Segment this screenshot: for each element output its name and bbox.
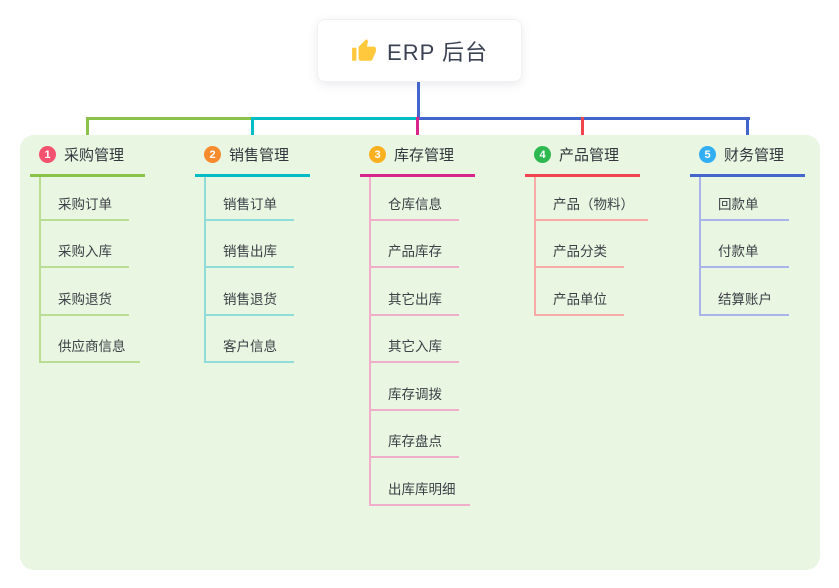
tree-node-label: 销售退货 (223, 291, 277, 307)
tree-node[interactable]: 结算账户 (701, 268, 789, 316)
branch-finance: 5 财务管理 回款单 付款单 结算账户 (690, 135, 839, 316)
branch-label: 采购管理 (64, 147, 125, 164)
branch-drop-purchase (86, 117, 89, 149)
tree-node-label: 供应商信息 (58, 339, 126, 354)
branch-connector-purchase (86, 117, 254, 120)
tree-node-label: 出库库明细 (388, 481, 456, 497)
tree-node[interactable]: 销售出库 (206, 221, 294, 268)
tree-node[interactable]: 产品库存 (371, 221, 459, 268)
tree-node[interactable]: 其它出库 (371, 268, 459, 316)
tree-node-label: 结算账户 (718, 291, 772, 307)
tree-node[interactable]: 产品（物料） (536, 177, 648, 221)
mindmap-background-panel (20, 135, 820, 570)
branch-number-badge: 5 (699, 146, 716, 163)
tree-node-label: 产品（物料） (553, 196, 634, 212)
branch-label: 库存管理 (394, 147, 455, 164)
tree-node[interactable]: 销售订单 (206, 177, 294, 221)
branch-number-badge: 1 (39, 146, 56, 163)
branch-drop-sales (251, 117, 254, 149)
tree-node[interactable]: 付款单 (701, 221, 789, 268)
tree-node-label: 产品分类 (553, 244, 607, 259)
root-node-erp[interactable]: ERP 后台 (317, 19, 522, 82)
branch-children-inventory: 仓库信息 产品库存 其它出库 其它入库 库存调拨 库存盘点 出库库明细 (369, 177, 520, 506)
branch-node-sales[interactable]: 2 销售管理 (195, 135, 310, 177)
tree-node[interactable]: 供应商信息 (41, 316, 140, 363)
tree-node[interactable]: 回款单 (701, 177, 789, 221)
root-connector-line (417, 82, 420, 119)
branch-number-badge: 3 (369, 146, 386, 163)
branch-sales: 2 销售管理 销售订单 销售出库 销售退货 客户信息 (195, 135, 355, 363)
branch-children-purchase: 采购订单 采购入库 采购退货 供应商信息 (39, 177, 190, 363)
tree-node[interactable]: 销售退货 (206, 268, 294, 316)
branch-drop-inventory (416, 117, 419, 149)
tree-node[interactable]: 库存调拨 (371, 363, 459, 411)
tree-node[interactable]: 采购订单 (41, 177, 129, 221)
branch-inventory: 3 库存管理 仓库信息 产品库存 其它出库 其它入库 库存调拨 库存盘点 出库库… (360, 135, 520, 506)
tree-node-label: 销售订单 (223, 196, 277, 212)
branch-node-purchase[interactable]: 1 采购管理 (30, 135, 145, 177)
tree-node[interactable]: 出库库明细 (371, 458, 470, 506)
tree-node[interactable]: 客户信息 (206, 316, 294, 363)
tree-node-label: 采购入库 (58, 244, 112, 259)
branch-connector-sales (252, 117, 418, 120)
tree-node-label: 库存盘点 (388, 434, 442, 449)
tree-node[interactable]: 库存盘点 (371, 411, 459, 458)
tree-node-label: 库存调拨 (388, 386, 442, 402)
tree-node-label: 采购订单 (58, 196, 112, 212)
tree-node-label: 产品单位 (553, 291, 607, 307)
branch-drop-product (581, 117, 584, 149)
branch-children-sales: 销售订单 销售出库 销售退货 客户信息 (204, 177, 355, 363)
branch-number-badge: 2 (204, 146, 221, 163)
branch-children-finance: 回款单 付款单 结算账户 (699, 177, 839, 316)
tree-node[interactable]: 采购退货 (41, 268, 129, 316)
tree-node-label: 客户信息 (223, 339, 277, 354)
tree-node-label: 销售出库 (223, 244, 277, 259)
tree-node[interactable]: 其它入库 (371, 316, 459, 363)
branch-product: 4 产品管理 产品（物料） 产品分类 产品单位 (525, 135, 685, 316)
branch-number-badge: 4 (534, 146, 551, 163)
tree-node-label: 其它出库 (388, 291, 442, 307)
branch-purchase: 1 采购管理 采购订单 采购入库 采购退货 供应商信息 (30, 135, 190, 363)
branch-drop-finance (746, 117, 749, 149)
branch-node-product[interactable]: 4 产品管理 (525, 135, 640, 177)
tree-node-label: 回款单 (718, 196, 759, 212)
tree-node-label: 采购退货 (58, 291, 112, 307)
tree-node-label: 产品库存 (388, 244, 442, 259)
branch-node-inventory[interactable]: 3 库存管理 (360, 135, 475, 177)
branch-children-product: 产品（物料） 产品分类 产品单位 (534, 177, 685, 316)
tree-node[interactable]: 产品单位 (536, 268, 624, 316)
tree-node-label: 付款单 (718, 244, 759, 259)
tree-node-label: 其它入库 (388, 339, 442, 354)
branch-node-finance[interactable]: 5 财务管理 (690, 135, 805, 177)
tree-node[interactable]: 仓库信息 (371, 177, 459, 221)
tree-node[interactable]: 产品分类 (536, 221, 624, 268)
root-title: ERP 后台 (387, 39, 488, 65)
branch-label: 财务管理 (724, 147, 785, 164)
branch-label: 销售管理 (229, 147, 290, 164)
thumbs-up-icon (352, 38, 376, 61)
tree-node-label: 仓库信息 (388, 196, 442, 212)
tree-node[interactable]: 采购入库 (41, 221, 129, 268)
branch-label: 产品管理 (559, 147, 620, 164)
